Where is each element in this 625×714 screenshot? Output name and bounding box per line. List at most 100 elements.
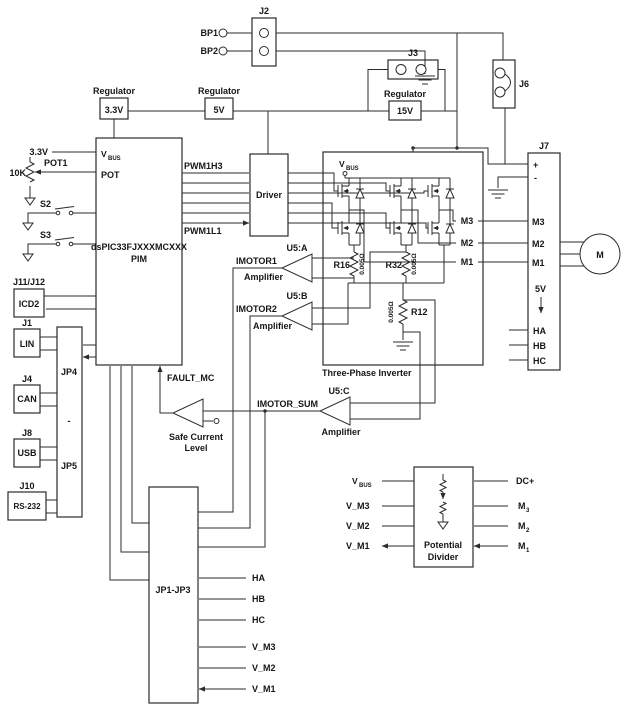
u5c-amp-icon <box>319 396 351 426</box>
gate-wiring <box>288 172 428 229</box>
connector-j6-box <box>492 59 516 109</box>
jp4-label: JP4 <box>61 367 77 377</box>
s2-switch-icon <box>54 206 75 216</box>
r32-value: 0.005Ω <box>411 253 418 274</box>
connector-j7-box <box>527 152 561 371</box>
pwm1h3-label: PWM1H3 <box>184 161 223 171</box>
v-m2-label: V_M2 <box>252 663 276 673</box>
s2-label: S2 <box>40 199 51 209</box>
j7-hc-pin: HC <box>533 356 546 366</box>
r32-label: R32 <box>385 260 402 270</box>
imotor2-label: IMOTOR2 <box>236 304 277 314</box>
junction-dot <box>411 146 415 150</box>
junction-dot <box>455 146 459 150</box>
j6-pin <box>494 67 506 79</box>
u5a-amp-icon <box>281 253 313 283</box>
connector-pins <box>218 28 511 98</box>
jp4-jp5-block <box>56 326 83 518</box>
lin-label: LIN <box>20 339 35 349</box>
imotor1-label: IMOTOR1 <box>236 256 277 266</box>
ground-icon <box>22 247 34 262</box>
usb-label: USB <box>17 448 37 458</box>
m1-input-label: M <box>518 541 526 551</box>
amplifier-label: Amplifier <box>253 321 293 331</box>
s3-switch-icon <box>54 237 75 247</box>
pim-subtitle: PIM <box>131 254 147 264</box>
bp2-terminal <box>218 46 228 56</box>
pdiv-v-m1-label: V_M1 <box>346 541 370 551</box>
m3-input-label: M <box>518 501 526 511</box>
j7-hb-pin: HB <box>533 341 546 351</box>
pim-input-arrows <box>38 151 96 357</box>
j3-label: J3 <box>408 48 418 58</box>
bp1-terminal <box>218 28 228 38</box>
j6-jumper-arc <box>504 73 511 92</box>
motor-wiring <box>560 241 584 267</box>
regulator-3v3-value: 3.3V <box>105 105 124 115</box>
j7-minus-pin: - <box>534 173 537 183</box>
jp1-jp3-block <box>148 486 199 704</box>
pot-wiring <box>24 157 36 192</box>
r12-value: 0.005Ω <box>388 301 395 322</box>
regulator-5v-value: 5V <box>213 105 224 115</box>
icd2-block <box>13 288 45 318</box>
jp-sep-label: - <box>68 416 71 426</box>
pim-vbus-pin: V <box>101 149 107 159</box>
jp1-jp3-label: JP1-JP3 <box>155 585 190 595</box>
amplifier-label: Amplifier <box>244 272 284 282</box>
inverter-m2-label: M2 <box>461 238 474 248</box>
pdiv-label-1: Potential <box>424 540 462 550</box>
pdiv-label-2: Divider <box>428 552 459 562</box>
ground-icon <box>24 191 36 206</box>
j7-ha-pin: HA <box>533 326 546 336</box>
j2-pin <box>259 46 269 56</box>
j7-5v-pin: 5V <box>535 284 546 294</box>
junction-dot <box>263 409 267 413</box>
pim-pot-pin: POT <box>101 170 120 180</box>
inverter-vbus-sub: BUS <box>346 166 359 172</box>
j1-label: J1 <box>22 318 32 328</box>
ground-icon <box>487 189 509 199</box>
motor-label: M <box>596 250 604 260</box>
dc-plus-label: DC+ <box>516 476 534 486</box>
driver-block <box>249 153 289 237</box>
motor-icon <box>579 233 621 275</box>
comms-wiring <box>40 336 57 514</box>
comparator-ref-terminal <box>213 418 220 424</box>
bp1-label: BP1 <box>200 28 218 38</box>
j2-pin <box>259 28 269 38</box>
icd2-label: ICD2 <box>19 299 40 309</box>
jp13-input-arrows <box>199 577 246 689</box>
lin-block <box>13 328 41 358</box>
divider-output-arrows <box>382 480 414 546</box>
pot1-label: POT1 <box>44 158 68 168</box>
pwm1l1-label: PWM1L1 <box>184 226 222 236</box>
bp2-label: BP2 <box>200 46 218 56</box>
j3-pin <box>415 64 427 75</box>
j3-pin <box>395 64 407 75</box>
j4-label: J4 <box>22 374 32 384</box>
ground-icon <box>22 216 34 231</box>
j6-pin <box>494 86 506 98</box>
v-m1-label: V_M1 <box>252 684 276 694</box>
pwm-lines <box>182 172 249 223</box>
regulator-5v-box <box>204 97 234 120</box>
inverter-title: Three-Phase Inverter <box>322 368 412 378</box>
pdiv-v-m3-label: V_M3 <box>346 501 370 511</box>
j7-plus-pin: + <box>533 160 538 170</box>
r16-value: 0.005Ω <box>359 253 366 274</box>
r16-label: R16 <box>333 260 350 270</box>
power-wiring <box>113 32 528 199</box>
label-underlay <box>456 255 478 266</box>
m3-input-sub: 3 <box>526 508 530 514</box>
wire-bundle-power <box>113 32 528 188</box>
hall-output-arrows <box>509 297 541 361</box>
can-label: CAN <box>17 394 37 404</box>
u5a-label: U5:A <box>286 243 308 253</box>
m2-input-label: M <box>518 521 526 531</box>
pdiv-vbus-label: V <box>352 476 358 486</box>
ha-label: HA <box>252 573 265 583</box>
u5b-label: U5:B <box>286 291 308 301</box>
